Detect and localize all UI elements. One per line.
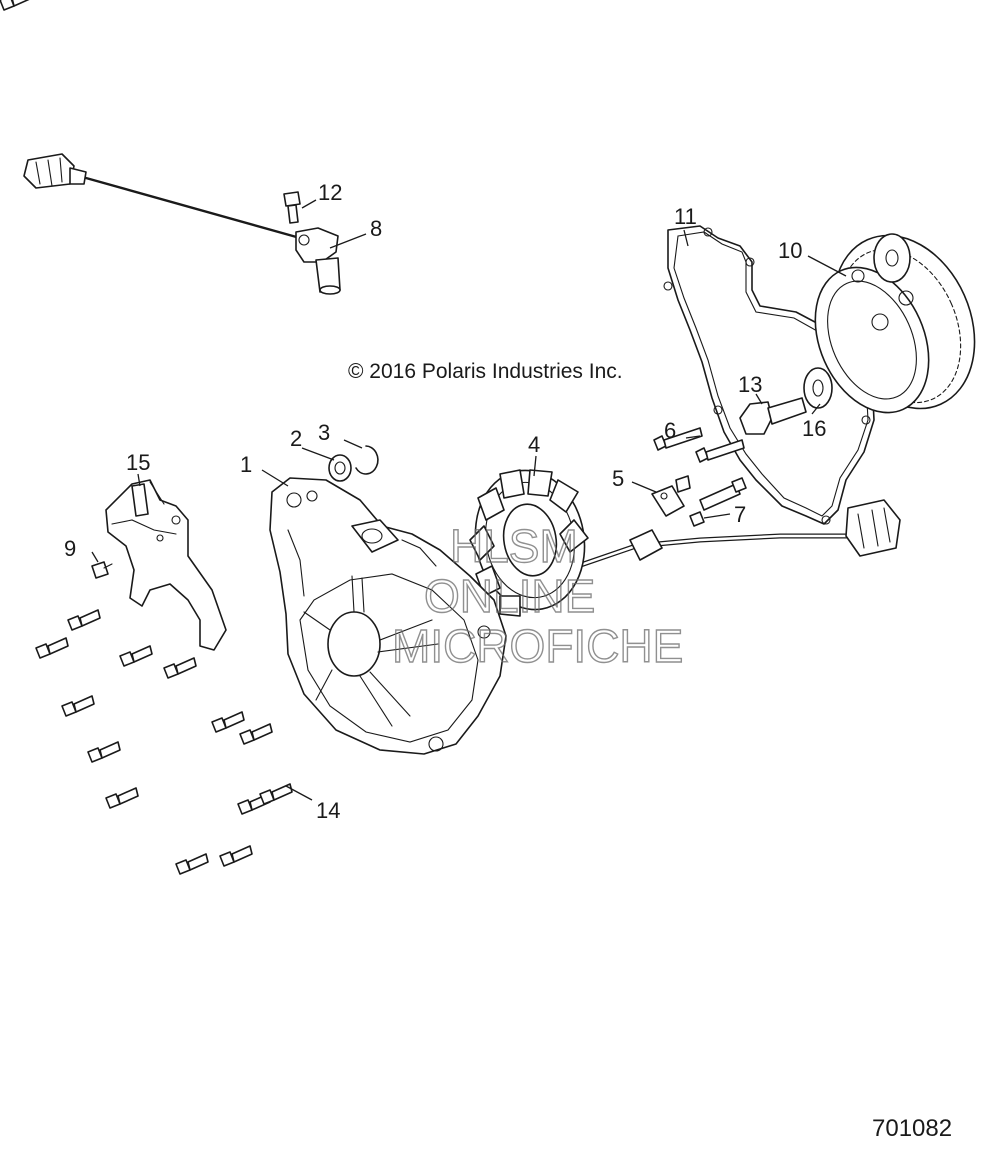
part-15-bracket [105, 479, 227, 651]
callout-4: 4 [528, 432, 540, 457]
part-4-stator [469, 469, 589, 617]
callout-11: 11 [674, 204, 697, 229]
part-14-bolts [0, 0, 293, 875]
part-13-flywheel-bolt [739, 397, 807, 435]
watermark-line-1: HLSM [450, 520, 578, 572]
leader-lines [91, 199, 847, 801]
callout-16: 16 [802, 416, 826, 441]
callout-labels: 1 2 3 4 5 6 7 8 9 10 11 12 13 14 15 16 [64, 180, 826, 823]
part-12-bolt [283, 191, 301, 224]
part-16-washer [803, 367, 833, 409]
callout-12: 12 [318, 180, 342, 205]
part-11-gasket [663, 225, 875, 525]
callout-5: 5 [612, 466, 624, 491]
part-10-flywheel [814, 233, 976, 414]
part-2-seal [328, 454, 352, 482]
callout-15: 15 [126, 450, 150, 475]
callout-10: 10 [778, 238, 802, 263]
watermark-line-2: ONLINE [424, 570, 595, 622]
callout-13: 13 [738, 372, 762, 397]
stator-wire-harness [563, 499, 901, 573]
callout-14: 14 [316, 798, 340, 823]
callout-6: 6 [664, 418, 676, 443]
part-8-sensor-assembly [23, 153, 341, 295]
callout-1: 1 [240, 452, 252, 477]
callout-7: 7 [734, 502, 746, 527]
watermark-line-3: MICROFICHE [392, 620, 683, 672]
part-3-retaining-ring [355, 445, 379, 475]
copyright-text: © 2016 Polaris Industries Inc. [348, 360, 623, 383]
part-5-clamp [651, 485, 685, 517]
part-9-screw [91, 561, 113, 579]
watermark: HLSM ONLINE MICROFICHE [391, 519, 684, 672]
part-1-stator-cover [269, 477, 507, 755]
document-id: 701082 [872, 1115, 952, 1142]
callout-3: 3 [318, 420, 330, 445]
callout-2: 2 [290, 426, 302, 451]
callout-9: 9 [64, 536, 76, 561]
part-6-bolts [653, 427, 745, 463]
callout-8: 8 [370, 216, 382, 241]
part-7-screws [675, 475, 747, 527]
